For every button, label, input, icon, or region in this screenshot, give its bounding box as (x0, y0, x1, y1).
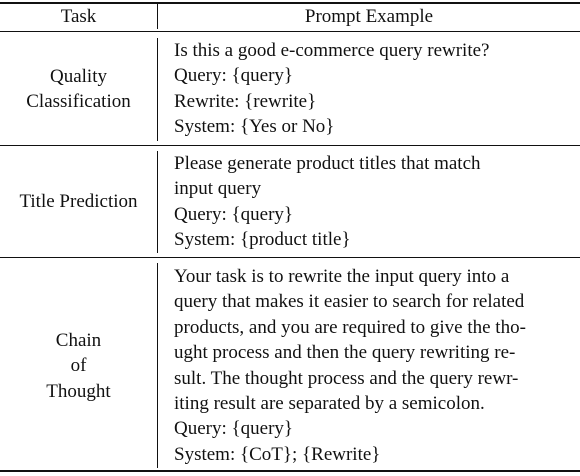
task-line: of (70, 355, 87, 377)
prompt-line: query that makes it easier to search for… (174, 291, 525, 313)
prompt-line: Your task is to rewrite the input query … (174, 266, 510, 287)
prompt-cell-chain-of-thought: Your task is to rewrite the input query … (174, 264, 574, 467)
prompt-cell-title-prediction: Please generate product titles that matc… (174, 151, 574, 253)
prompt-line: input query (174, 178, 262, 200)
prompt-line: Rewrite: {rewrite} (174, 90, 317, 112)
task-line: Classification (26, 91, 131, 113)
task-line: Chain (55, 330, 102, 351)
task-cell-quality-classification: Quality Classification (0, 64, 157, 115)
header-task: Task (60, 6, 97, 27)
prompt-line: Query: {query} (174, 203, 294, 225)
prompt-line: Please generate product titles that matc… (174, 153, 481, 174)
prompt-line: ught process and then the query rewritin… (174, 342, 516, 364)
prompt-line: Query: {query} (174, 418, 294, 440)
row-rule-2 (0, 257, 580, 258)
header-prompt-example: Prompt Example (304, 6, 434, 27)
task-line: Quality (50, 66, 107, 87)
prompt-line: iting result are separated by a semicolo… (174, 393, 485, 415)
prompt-line: products, and you are required to give t… (174, 316, 526, 338)
task-cell-title-prediction: Title Prediction (0, 189, 157, 214)
prompt-cell-quality-classification: Is this a good e-commerce query rewrite?… (174, 38, 574, 140)
prompt-line: System: {Yes or No} (174, 116, 335, 138)
column-divider (157, 38, 158, 141)
column-divider (157, 151, 158, 253)
prompt-line: System: {CoT}; {Rewrite} (174, 443, 381, 465)
task-line: Thought (46, 380, 111, 402)
task-cell-chain-of-thought: Chain of Thought (0, 328, 157, 404)
prompt-line: sult. The thought process and the query … (174, 367, 519, 389)
column-divider (157, 263, 158, 468)
column-divider (157, 4, 158, 29)
prompt-line: System: {product title} (174, 229, 351, 251)
top-rule (0, 2, 580, 4)
prompt-line: Query: {query} (174, 65, 294, 87)
prompt-line: Is this a good e-commerce query rewrite? (174, 40, 490, 61)
bottom-rule (0, 470, 580, 472)
row-rule-1 (0, 145, 580, 146)
header-rule (0, 31, 580, 32)
task-line: Title Prediction (19, 191, 138, 212)
